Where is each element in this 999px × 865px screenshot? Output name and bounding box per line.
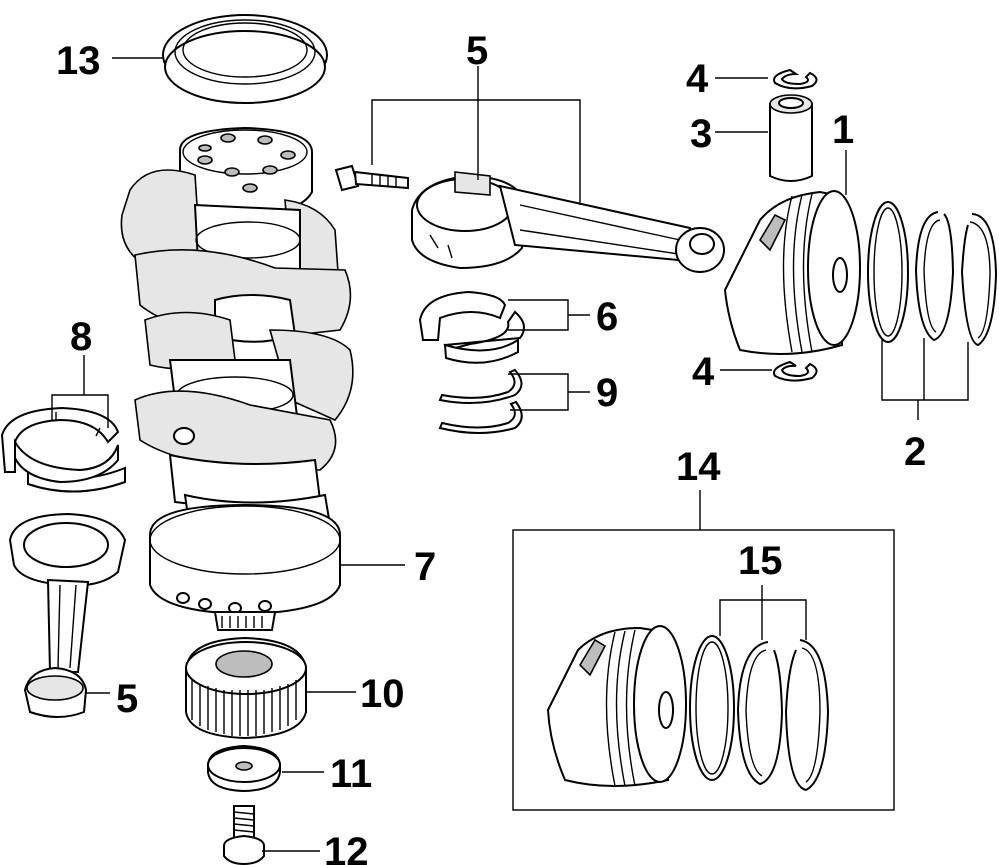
callout-4-bottom: 4 [692, 350, 715, 394]
callout-13: 13 [56, 39, 101, 83]
washer [207, 744, 281, 793]
piston-assembly-box [512, 529, 895, 811]
piston-pin-clip-top [773, 68, 818, 90]
callout-12: 12 [324, 830, 369, 865]
callout-14: 14 [676, 445, 721, 489]
callout-1: 1 [832, 108, 854, 152]
piston [723, 190, 861, 355]
bolt [223, 805, 265, 865]
callout-4-top: 4 [686, 57, 709, 101]
rod-bearing [418, 290, 525, 364]
callout-5-top: 5 [466, 29, 488, 73]
main-bearing [0, 406, 126, 493]
callout-3: 3 [690, 112, 712, 156]
leader-15 [719, 585, 807, 640]
leader-8 [51, 355, 109, 428]
callout-labels: 13 5 4 3 1 6 9 4 2 8 7 14 15 5 10 11 12 [56, 29, 926, 865]
callout-9: 9 [596, 371, 618, 415]
callout-8: 8 [70, 315, 92, 359]
thrust-washer [438, 368, 523, 434]
leader-9 [508, 373, 590, 411]
timing-gear [185, 636, 307, 740]
leader-5-top [371, 66, 581, 205]
callout-6: 6 [596, 295, 618, 339]
callout-5-left: 5 [116, 677, 138, 721]
leader-6 [508, 299, 590, 331]
callout-2: 2 [904, 430, 926, 474]
connecting-rod-top [334, 164, 725, 273]
piston-assembly [546, 625, 687, 787]
callout-7: 7 [414, 545, 436, 589]
callout-11: 11 [330, 752, 372, 796]
rear-main-seal [162, 14, 328, 104]
connecting-rod-left [8, 512, 127, 718]
piston-rings [867, 201, 998, 347]
crankshaft [120, 126, 354, 631]
leader-2 [881, 338, 969, 420]
piston-pin [769, 94, 813, 182]
callout-15: 15 [738, 539, 783, 583]
callout-10: 10 [360, 672, 405, 716]
ring-set [689, 635, 830, 792]
piston-pin-clip-bottom [773, 360, 818, 382]
